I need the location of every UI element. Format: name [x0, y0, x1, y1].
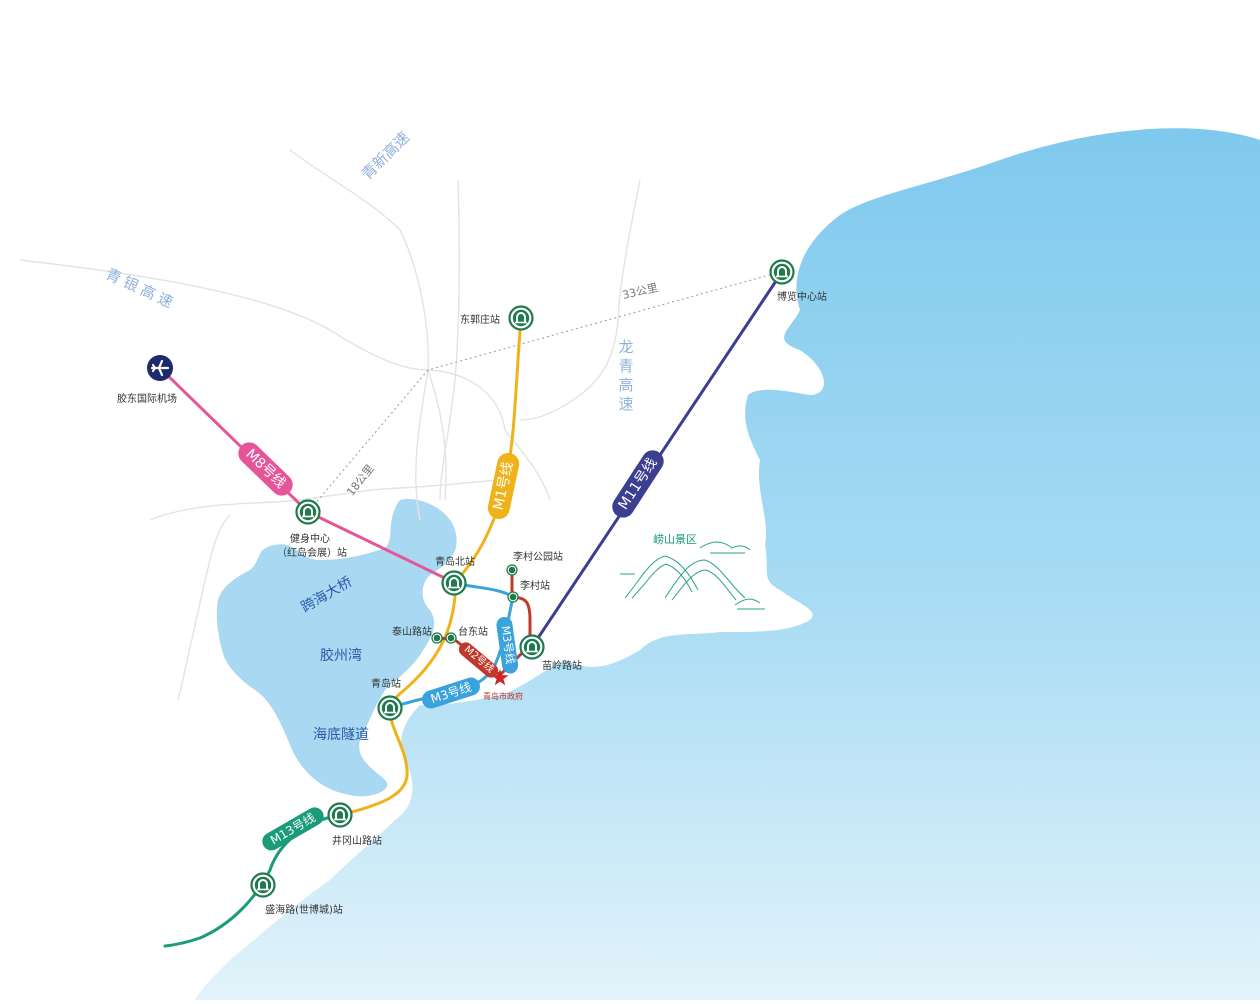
station-label-licun-park: 李村公园站 — [513, 552, 563, 563]
bay-label: 胶州湾 — [320, 648, 362, 664]
road-label-longqing: 龙青高速 — [618, 338, 634, 413]
airplane-icon[interactable] — [147, 355, 173, 381]
jiaozhou-bay — [216, 499, 457, 797]
station-label-jianshen: 健身中心 — [290, 534, 330, 545]
station-label-qingdao: 青岛站 — [371, 679, 401, 690]
metro-station-icon[interactable] — [508, 305, 534, 331]
distance-line-18 — [307, 369, 429, 513]
mountain-icon — [620, 541, 765, 610]
metro-station-icon[interactable] — [445, 632, 457, 644]
distance-line-33 — [427, 271, 781, 371]
station-label-miaoling: 苗岭路站 — [542, 661, 582, 672]
station-label-taidong: 台东站 — [458, 627, 488, 638]
government-label: 青岛市政府 — [483, 692, 523, 701]
station-label-bolan: 博览中心站 — [777, 292, 827, 303]
metro-station-icon[interactable] — [507, 591, 519, 603]
metro-station-icon[interactable] — [769, 259, 795, 285]
station-label-taishanlu: 泰山路站 — [392, 627, 432, 638]
metro-station-icon[interactable] — [506, 564, 518, 576]
star-icon — [491, 669, 509, 686]
station-label-dongguozhuang: 东郭庄站 — [460, 315, 500, 326]
metro-station-icon[interactable] — [377, 695, 403, 721]
laoshan-label: 崂山景区 — [653, 533, 697, 546]
metro-station-icon[interactable] — [295, 499, 321, 525]
station-label-jinggangshan: 井冈山路站 — [332, 836, 382, 847]
road-network — [19, 149, 641, 701]
metro-station-icon[interactable] — [519, 634, 545, 660]
metro-station-icon[interactable] — [441, 570, 467, 596]
station-label-qingdao-north: 青岛北站 — [435, 557, 475, 568]
sea-area — [195, 128, 1260, 1001]
metro-station-icon[interactable] — [327, 802, 353, 828]
airport-label: 胶东国际机场 — [117, 394, 177, 405]
metro-station-icon[interactable] — [431, 632, 443, 644]
tunnel-label: 海底隧道 — [313, 727, 369, 743]
station-label-licun: 李村站 — [520, 581, 550, 592]
station-label-shenghai: 盛海路(世博城)站 — [265, 905, 343, 916]
station-label-jianshen-2: （红岛会展）站 — [277, 548, 347, 559]
metro-station-icon[interactable] — [250, 872, 276, 898]
distance-lines — [307, 271, 781, 513]
